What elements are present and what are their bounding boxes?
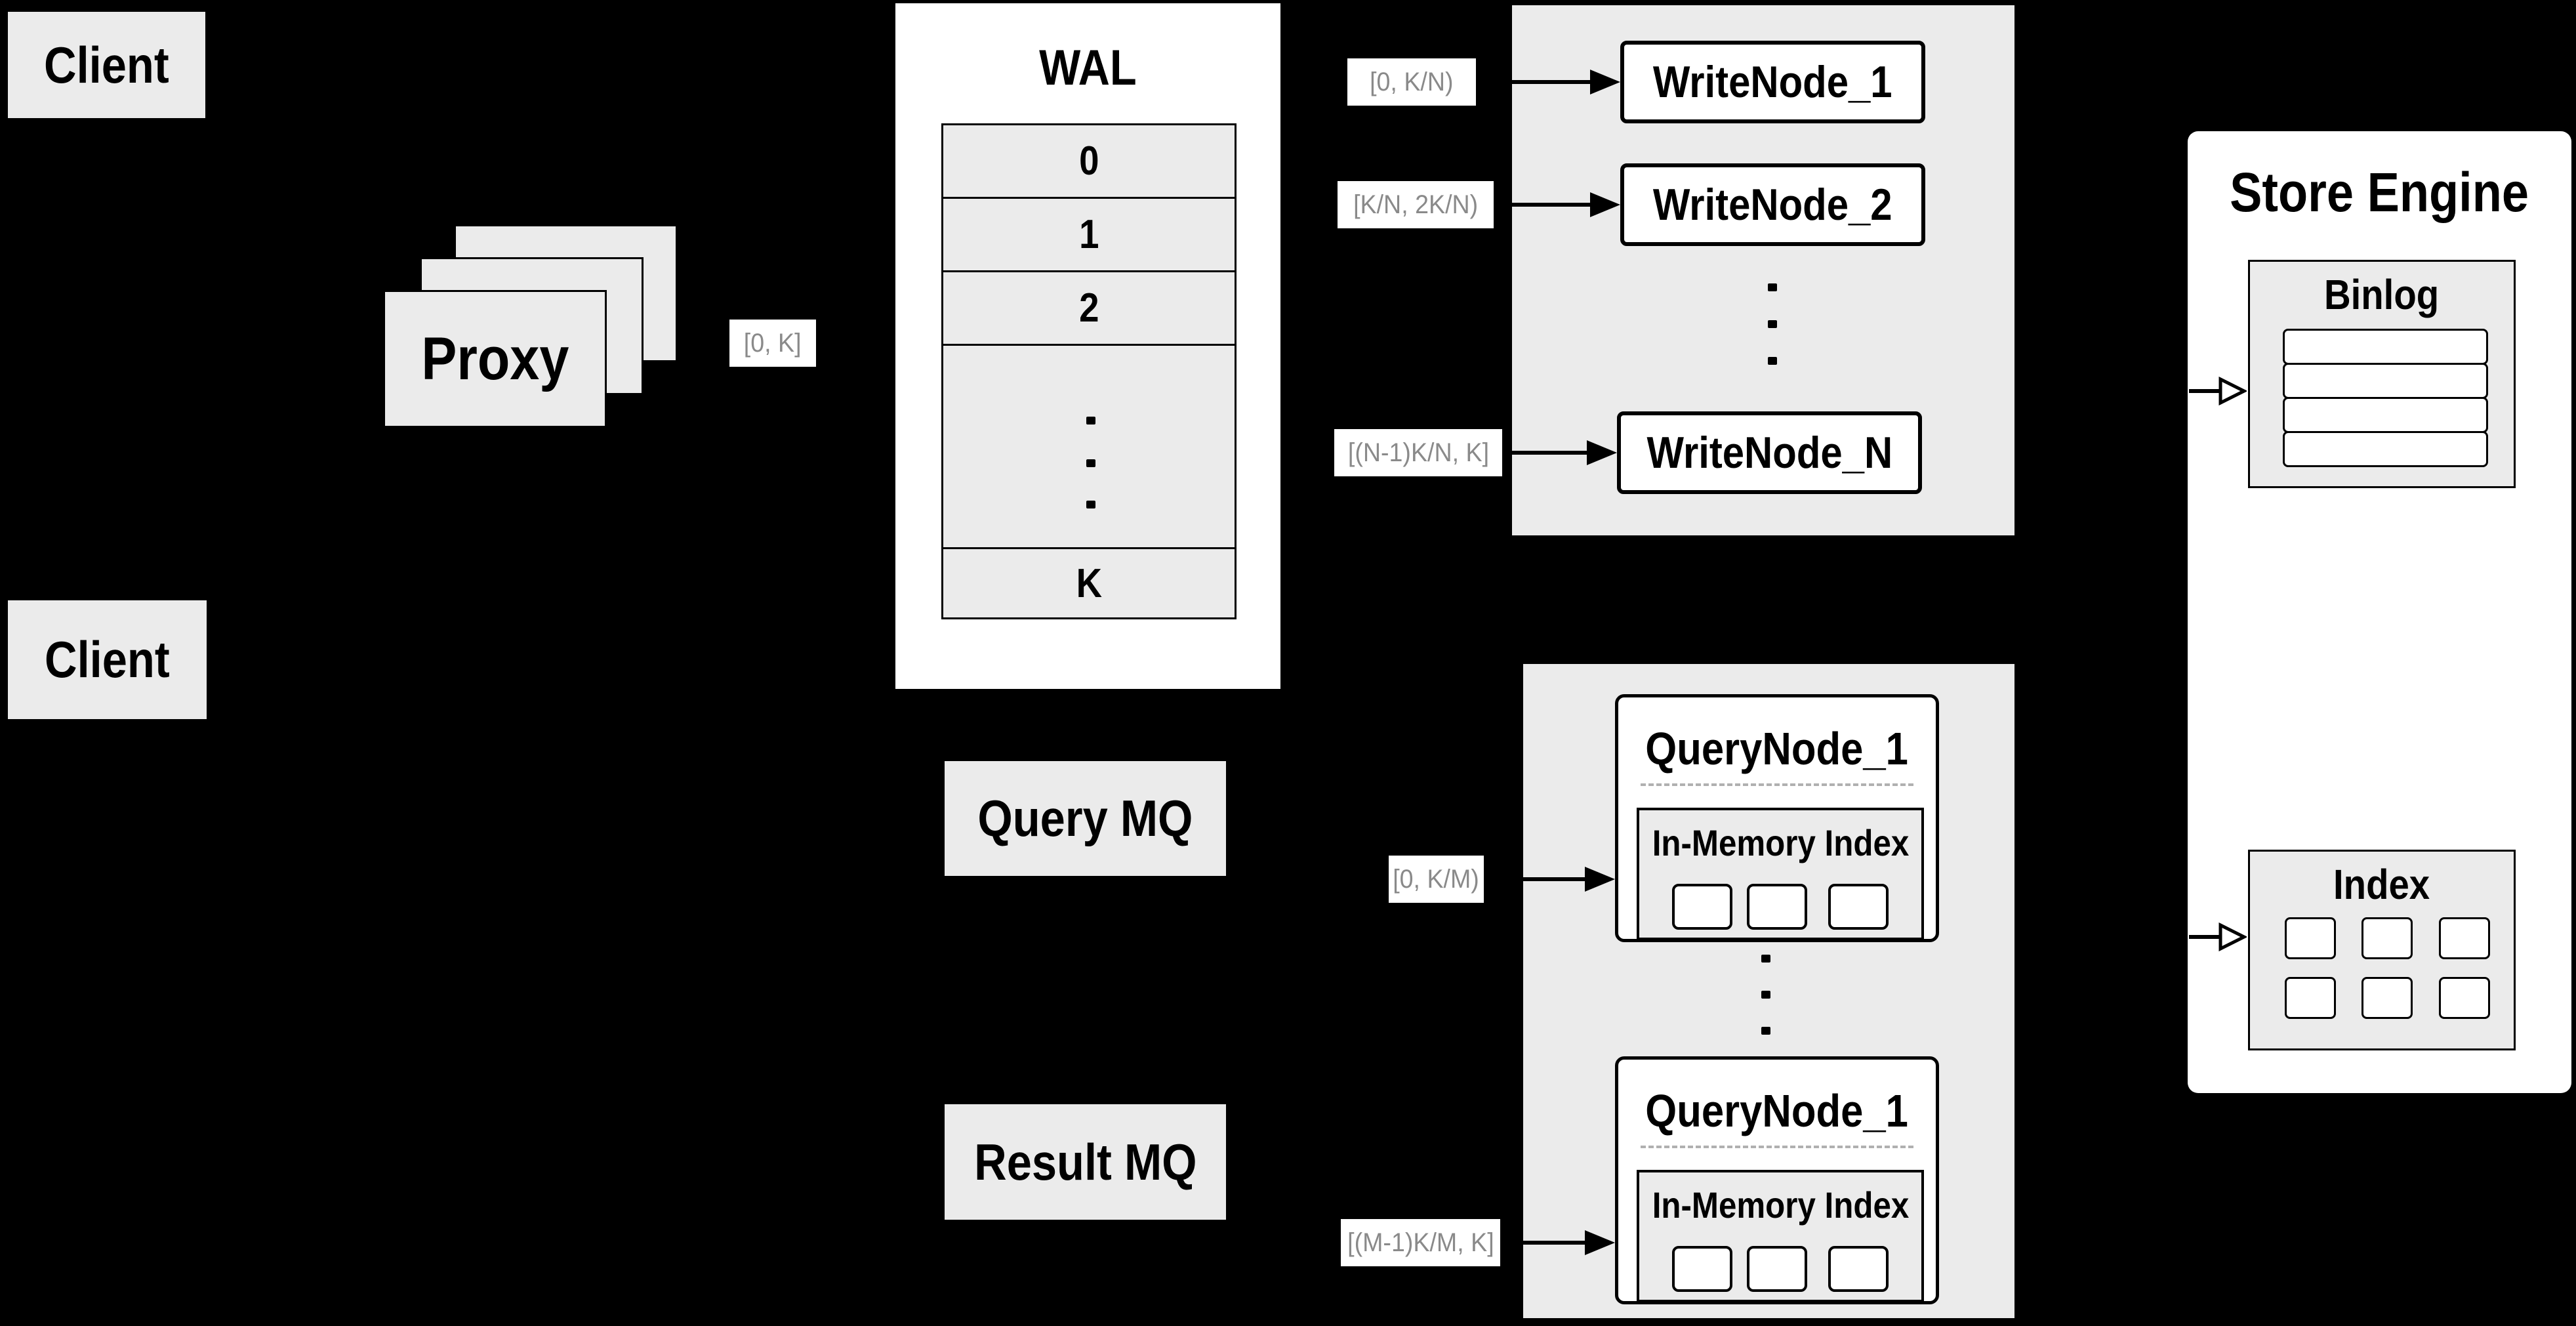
- querynode-m-inmemory-index: In-Memory Index: [1637, 1170, 1924, 1302]
- store-engine-box: Store Engine Binlog Index: [2188, 131, 2571, 1093]
- querynode-m-divider: [1641, 1146, 1913, 1148]
- wal-row-2: 2: [941, 270, 1237, 346]
- store-engine-title-text: Store Engine: [2230, 161, 2529, 223]
- writenode-n-box: WriteNode_N: [1617, 411, 1922, 494]
- result-mq-box: Result MQ: [945, 1104, 1226, 1220]
- querynode-1-divider: [1641, 783, 1913, 786]
- binlog-row: [2283, 329, 2488, 365]
- index-segment-cell: [1672, 1246, 1732, 1292]
- inmemory-index-title-text: In-Memory Index: [1652, 1184, 1909, 1226]
- arrow-to-querynode-1: [1484, 866, 1615, 892]
- wal-row-1-text: 1: [1078, 212, 1099, 257]
- arrowhead-icon: [1590, 192, 1620, 217]
- inmemory-index-title-text: In-Memory Index: [1652, 821, 1909, 863]
- range-label-querymq-to-querynode1: [0, K/M): [1389, 856, 1484, 903]
- wal-title: WAL: [895, 35, 1280, 100]
- querynode-1-title-text: QueryNode_1: [1645, 722, 1909, 774]
- wal-row-k-text: K: [1076, 560, 1102, 606]
- query-mq-label: Query MQ: [977, 789, 1193, 847]
- querynode-1-box: QueryNode_1 In-Memory Index: [1615, 694, 1939, 942]
- wal-row-1: 1: [941, 197, 1237, 272]
- arrowhead-icon: [1585, 1230, 1615, 1255]
- arrowhead-icon: [1590, 70, 1620, 94]
- index-segment-cell: [1672, 884, 1732, 930]
- range-label-wal-to-writenode-2: [K/N, 2K/N): [1338, 181, 1494, 228]
- querynode-ellipsis-dot: [1761, 955, 1770, 963]
- writenode-2-label: WriteNode_2: [1653, 180, 1892, 230]
- querynode-m-title: QueryNode_1: [1618, 1079, 1936, 1142]
- arrowhead-icon: [1585, 867, 1615, 892]
- arrowhead-icon: [1587, 440, 1617, 465]
- wal-table: 0 1 2 K: [941, 123, 1237, 619]
- binlog-title: Binlog: [2250, 267, 2514, 322]
- binlog-row: [2283, 431, 2488, 467]
- writenode-1-label: WriteNode_1: [1653, 57, 1892, 107]
- writenode-ellipsis-dot: [1768, 283, 1777, 291]
- binlog-rows: [2283, 329, 2488, 467]
- range-label-proxy-to-wal: [0, K]: [729, 320, 816, 367]
- writenode-2-box: WriteNode_2: [1620, 163, 1925, 246]
- index-segment-cell: [1828, 884, 1889, 930]
- querynode-m-title-text: QueryNode_1: [1645, 1085, 1909, 1136]
- index-segment-cell: [1747, 1246, 1807, 1292]
- range-label-wn1-text: [0, K/N): [1370, 67, 1454, 96]
- range-label-resultmq-to-querynode-m: [(M-1)K/M, K]: [1341, 1219, 1500, 1266]
- query-mq-box: Query MQ: [945, 761, 1226, 876]
- client-top-label: Client: [44, 35, 169, 94]
- range-label-wnn-text: [(N-1)K/N, K]: [1347, 438, 1489, 467]
- range-label-proxy-to-wal-text: [0, K]: [744, 328, 802, 358]
- range-label-qnm-text: [(M-1)K/M, K]: [1347, 1228, 1494, 1257]
- arrow-to-writenode-n: [1502, 440, 1617, 466]
- index-title-text: Index: [2333, 861, 2430, 908]
- arrow-to-writenode-2: [1494, 192, 1620, 218]
- arrow-to-querynode-m: [1500, 1230, 1615, 1256]
- writenode-ellipsis-dot: [1768, 320, 1777, 328]
- index-cell: [2361, 917, 2413, 959]
- writenode-1-box: WriteNode_1: [1620, 41, 1925, 123]
- result-mq-label: Result MQ: [973, 1132, 1197, 1191]
- range-label-wal-to-writenode-n: [(N-1)K/N, K]: [1334, 429, 1502, 476]
- client-box-bottom: Client: [8, 600, 207, 719]
- wal-box: WAL 0 1 2 K: [895, 3, 1280, 689]
- store-engine-title: Store Engine: [2188, 156, 2571, 228]
- wal-row-2-text: 2: [1078, 285, 1099, 331]
- binlog-row: [2283, 397, 2488, 433]
- range-label-qn1-text: [0, K/M): [1393, 864, 1480, 894]
- querynode-ellipsis-dot: [1761, 991, 1770, 999]
- index-box: Index: [2248, 850, 2516, 1050]
- querynode-ellipsis-dot: [1761, 1027, 1770, 1035]
- client-bottom-label: Client: [45, 631, 170, 688]
- proxy-label: Proxy: [420, 325, 569, 392]
- index-title: Index: [2250, 857, 2514, 912]
- index-cell: [2285, 917, 2336, 959]
- binlog-box: Binlog: [2248, 260, 2516, 488]
- range-label-wn2-text: [K/N, 2K/N): [1353, 190, 1479, 219]
- wal-row-k: K: [941, 547, 1237, 619]
- arrow-to-writenode-1: [1476, 69, 1620, 95]
- open-arrow-to-binlog-icon: [2189, 377, 2247, 405]
- client-box-top: Client: [8, 12, 205, 118]
- wal-row-0-text: 0: [1078, 138, 1099, 184]
- writenode-n-label: WriteNode_N: [1646, 428, 1892, 478]
- querynode-1-title: QueryNode_1: [1618, 717, 1936, 779]
- inmemory-index-title: In-Memory Index: [1639, 819, 1921, 865]
- binlog-row: [2283, 363, 2488, 399]
- binlog-title-text: Binlog: [2324, 271, 2440, 318]
- wal-title-text: WAL: [1039, 39, 1137, 96]
- index-cell: [2439, 977, 2490, 1019]
- range-label-wal-to-writenode-1: [0, K/N): [1347, 58, 1476, 106]
- index-segment-cell: [1828, 1246, 1889, 1292]
- index-cell: [2361, 977, 2413, 1019]
- proxy-box: Proxy: [383, 290, 607, 428]
- wal-row-0: 0: [941, 123, 1237, 199]
- open-arrow-to-index-icon: [2189, 922, 2247, 951]
- wal-row-ellipsis: [941, 344, 1237, 549]
- querynode-m-box: QueryNode_1 In-Memory Index: [1615, 1056, 1939, 1304]
- index-cell: [2439, 917, 2490, 959]
- inmemory-index-title: In-Memory Index: [1639, 1182, 1921, 1228]
- index-cell: [2285, 977, 2336, 1019]
- index-segment-cell: [1747, 884, 1807, 930]
- querynode-1-inmemory-index: In-Memory Index: [1637, 808, 1924, 940]
- writenode-ellipsis-dot: [1768, 357, 1777, 365]
